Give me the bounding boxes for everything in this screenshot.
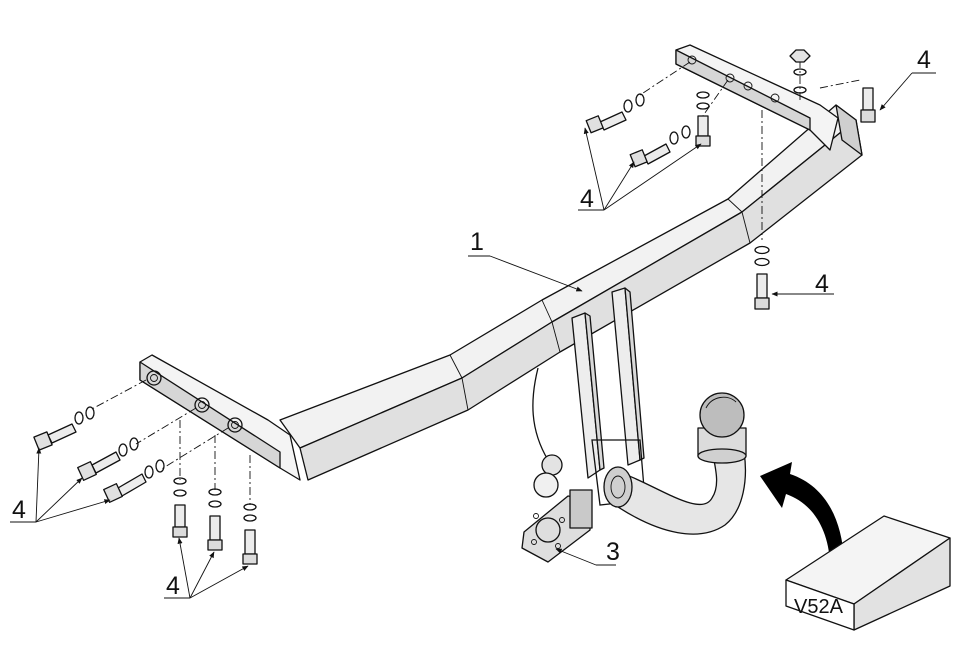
label-part-4-bottom: 4 xyxy=(166,572,180,600)
bolt xyxy=(585,93,645,134)
tow-ball xyxy=(697,392,747,464)
vertical-bolt xyxy=(754,245,770,310)
tow-ball-neck xyxy=(603,449,747,535)
vertical-bolt xyxy=(860,87,876,123)
leader-lines xyxy=(10,72,936,599)
drop-bracket xyxy=(532,287,646,506)
left-fasteners xyxy=(33,379,258,565)
vertical-bolt xyxy=(242,503,258,565)
right-fasteners xyxy=(585,49,876,310)
right-mounting-bracket xyxy=(675,44,839,151)
label-part-3: 3 xyxy=(606,538,620,566)
vertical-bolt xyxy=(207,488,223,551)
vertical-bolt xyxy=(695,91,711,147)
model-code-box: V52A xyxy=(785,515,951,631)
label-part-4-left: 4 xyxy=(12,496,26,524)
label-part-4-mid-right: 4 xyxy=(815,270,829,298)
model-code: V52A xyxy=(794,596,844,618)
bolt xyxy=(33,406,95,451)
nut xyxy=(789,49,811,94)
label-part-1: 1 xyxy=(470,228,484,256)
label-part-4-top-right: 4 xyxy=(917,46,931,74)
direction-arrow-icon xyxy=(760,462,844,562)
bolt xyxy=(629,125,691,168)
label-part-4-top-left: 4 xyxy=(580,185,594,213)
left-mounting-bracket xyxy=(139,354,301,481)
bolt xyxy=(103,459,165,503)
main-crossbeam xyxy=(279,104,863,481)
bolt xyxy=(77,437,139,481)
socket-plate xyxy=(521,454,593,563)
vertical-bolt xyxy=(172,477,188,538)
